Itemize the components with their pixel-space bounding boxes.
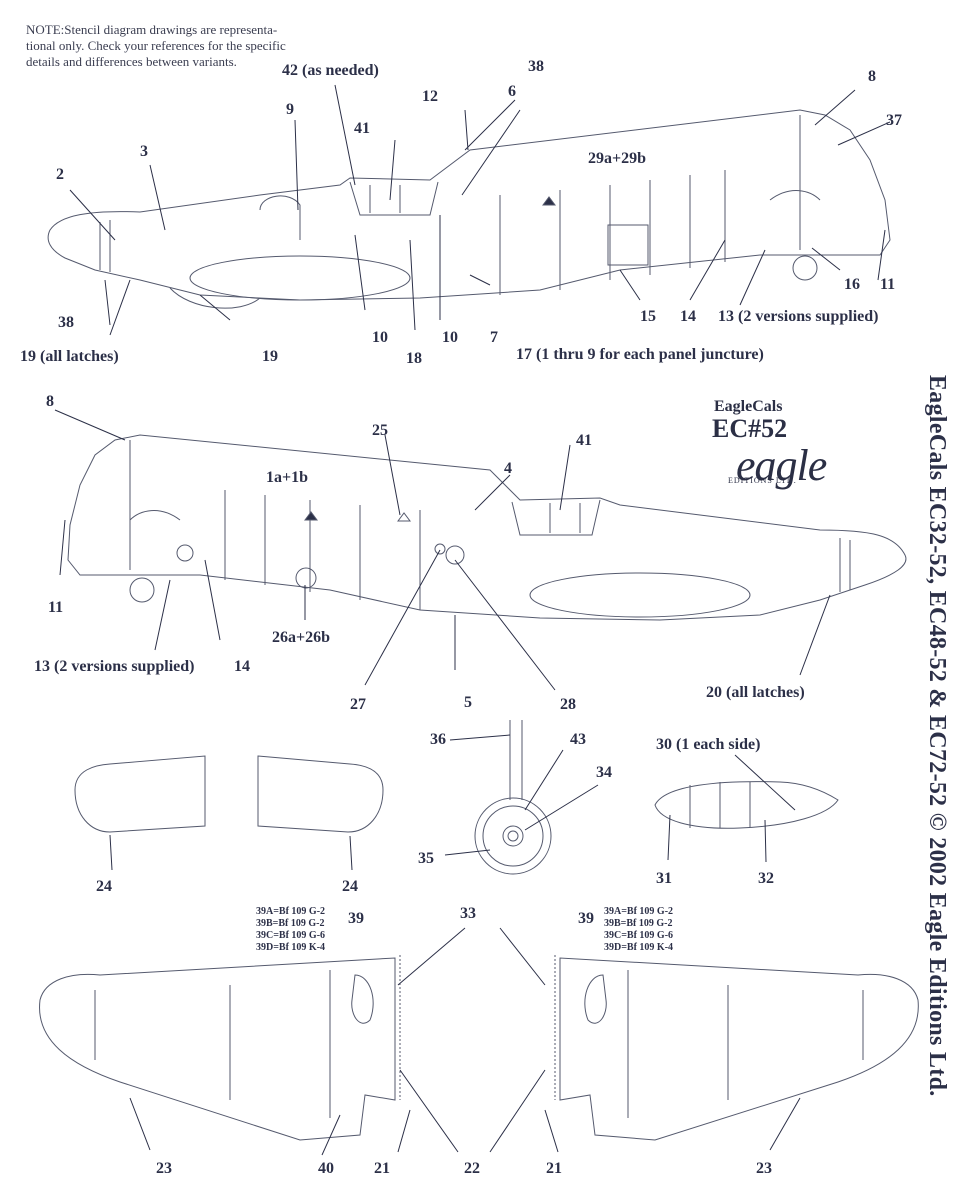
callout-11: 11 — [48, 599, 64, 616]
callout-14: 14 — [234, 658, 250, 675]
callout-17: 17 (1 thru 9 for each panel juncture) — [516, 346, 764, 363]
callout-21: 21 — [374, 1160, 390, 1177]
callout-29: 29a+29b — [588, 150, 647, 167]
callout-13: 13 (2 versions supplied) — [718, 308, 879, 325]
callout-8: 8 — [868, 68, 876, 85]
variant-item: 39C=Bf 109 G-6 — [604, 930, 674, 941]
callout-19-latches: 19 (all latches) — [20, 348, 119, 365]
callout-1: 1a+1b — [266, 469, 309, 486]
variant-item: 39A=Bf 109 G-2 — [256, 906, 326, 917]
callout-9: 9 — [286, 101, 294, 118]
left-wing-outline — [39, 957, 396, 1141]
variant-list-right: 39A=Bf 109 G-2 39B=Bf 109 G-2 39C=Bf 109… — [604, 906, 673, 954]
callout-19: 19 — [262, 348, 278, 365]
callout-35: 35 — [418, 850, 434, 867]
callout-5: 5 — [464, 694, 472, 711]
callout-25: 25 — [372, 422, 388, 439]
callout-39: 39 — [348, 910, 364, 927]
callout-4: 4 — [504, 460, 512, 477]
callout-41: 41 — [576, 432, 592, 449]
callout-20-latches: 20 (all latches) — [706, 684, 805, 701]
callout-24: 24 — [96, 878, 112, 895]
callout-39: 39 — [578, 910, 594, 927]
variant-item: 39C=Bf 109 G-6 — [256, 930, 326, 941]
callout-7: 7 — [490, 329, 498, 346]
variant-list-left: 39A=Bf 109 G-2 39B=Bf 109 G-2 39C=Bf 109… — [256, 906, 325, 954]
callout-8: 8 — [46, 393, 54, 410]
side-title: EagleCals EC32-52, EC48-52 & EC72-52 © 2… — [924, 375, 950, 1097]
variant-item: 39D=Bf 109 K-4 — [604, 942, 674, 953]
callout-27: 27 — [350, 696, 366, 713]
callout-33: 33 — [460, 905, 476, 922]
logo-wordmark: eagle — [736, 441, 827, 490]
callout-22: 22 — [464, 1160, 480, 1177]
callout-43: 43 — [570, 731, 586, 748]
callout-21: 21 — [546, 1160, 562, 1177]
logo-sub: EDITIONS LTD. — [728, 476, 797, 485]
stencil-note: NOTE:Stencil diagram drawings are repres… — [26, 22, 346, 70]
lower-fuselage-outline — [67, 434, 907, 621]
callout-30: 30 (1 each side) — [656, 736, 761, 753]
logo-ec52: EC#52 — [712, 414, 788, 443]
note-line: NOTE:Stencil diagram drawings are repres… — [26, 22, 278, 37]
callout-10: 10 — [372, 329, 388, 346]
callout-23: 23 — [156, 1160, 172, 1177]
drop-tank-outline — [654, 781, 839, 829]
note-line: tional only. Check your references for t… — [26, 38, 286, 53]
callout-31: 31 — [656, 870, 672, 887]
callout-2: 2 — [56, 166, 64, 183]
callout-34: 34 — [596, 764, 612, 781]
callout-13: 13 (2 versions supplied) — [34, 658, 195, 675]
callout-16: 16 — [844, 276, 860, 293]
eagle-editions-logo: EagleCals EC#52 eagle EDITIONS LTD. — [708, 396, 878, 496]
note-line: details and differences between variants… — [26, 54, 237, 69]
callout-36: 36 — [430, 731, 446, 748]
variant-item: 39D=Bf 109 K-4 — [256, 942, 326, 953]
callout-26: 26a+26b — [272, 629, 331, 646]
callout-14: 14 — [680, 308, 696, 325]
callout-37: 37 — [886, 112, 902, 129]
callout-15: 15 — [640, 308, 656, 325]
callout-41: 41 — [354, 120, 370, 137]
left-tailplane-outline — [74, 755, 206, 833]
callout-28: 28 — [560, 696, 576, 713]
callout-40: 40 — [318, 1160, 334, 1177]
callout-38: 38 — [58, 314, 74, 331]
variant-item: 39B=Bf 109 G-2 — [256, 918, 325, 929]
right-tailplane-outline — [257, 755, 384, 833]
callout-11: 11 — [880, 276, 896, 293]
callout-18: 18 — [406, 350, 422, 367]
right-wing-outline — [559, 957, 919, 1141]
callout-12: 12 — [422, 88, 438, 105]
variant-item: 39A=Bf 109 G-2 — [604, 906, 674, 917]
upper-fuselage-outline — [47, 109, 891, 301]
variant-item: 39B=Bf 109 G-2 — [604, 918, 673, 929]
callout-42: 42 (as needed) — [282, 62, 379, 79]
callout-32: 32 — [758, 870, 774, 887]
callout-3: 3 — [140, 143, 148, 160]
callout-38: 38 — [528, 58, 544, 75]
callout-6: 6 — [508, 83, 516, 100]
logo-eaglecals: EagleCals — [714, 398, 783, 415]
callout-24: 24 — [342, 878, 358, 895]
callout-23: 23 — [756, 1160, 772, 1177]
callout-10: 10 — [442, 329, 458, 346]
